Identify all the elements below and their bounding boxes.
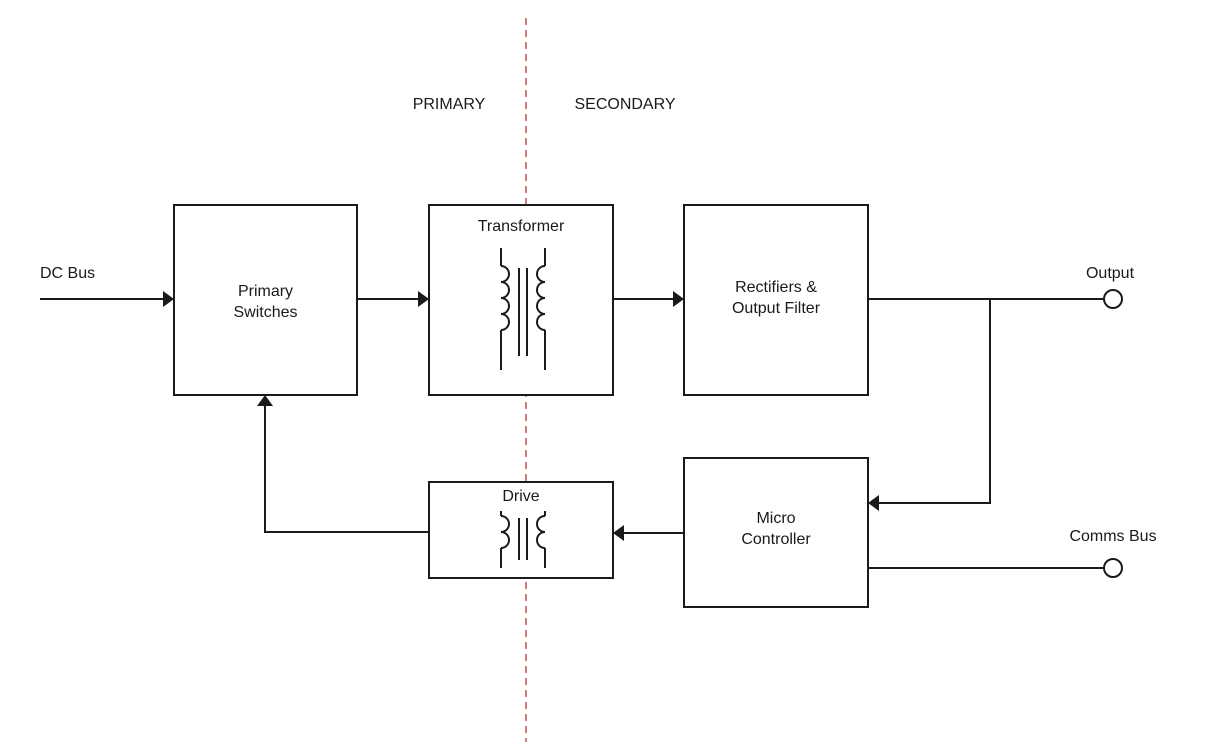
transformer-icon <box>500 248 546 370</box>
transformer-to-rectifiers-line <box>613 291 684 307</box>
transformer-label: Transformer <box>478 218 565 235</box>
comms-bus-terminal <box>1103 558 1123 578</box>
output-line <box>868 289 1123 309</box>
drive-to-switches-line <box>257 395 429 533</box>
micro-controller-block: Micro Controller <box>683 457 869 608</box>
drive-label: Drive <box>502 488 539 505</box>
rectifiers-label-line1: Rectifiers & <box>735 279 817 296</box>
switches-to-transformer-line <box>357 291 429 307</box>
output-label: Output <box>1086 265 1135 282</box>
micro-controller-label-line2: Controller <box>741 531 811 548</box>
transformer-block: Transformer <box>428 204 614 396</box>
primary-region-label: PRIMARY <box>413 96 486 113</box>
drive-transformer-icon <box>500 511 546 568</box>
comms-bus-label: Comms Bus <box>1069 528 1156 545</box>
micro-controller-label-line1: Micro <box>756 510 795 527</box>
feedback-line <box>868 299 991 511</box>
dc-bus-input-line <box>40 291 174 307</box>
comms-bus-line <box>868 558 1123 578</box>
controller-to-drive-line <box>613 525 684 541</box>
primary-switches-label-line1: Primary <box>238 283 293 300</box>
primary-switches-label-line2: Switches <box>233 304 297 321</box>
primary-switches-block: Primary Switches <box>173 204 358 396</box>
output-terminal <box>1103 289 1123 309</box>
dc-bus-label: DC Bus <box>40 265 95 282</box>
secondary-region-label: SECONDARY <box>574 96 675 113</box>
rectifiers-label-line2: Output Filter <box>732 300 821 317</box>
rectifiers-output-filter-block: Rectifiers & Output Filter <box>683 204 869 396</box>
drive-block: Drive <box>428 481 614 579</box>
